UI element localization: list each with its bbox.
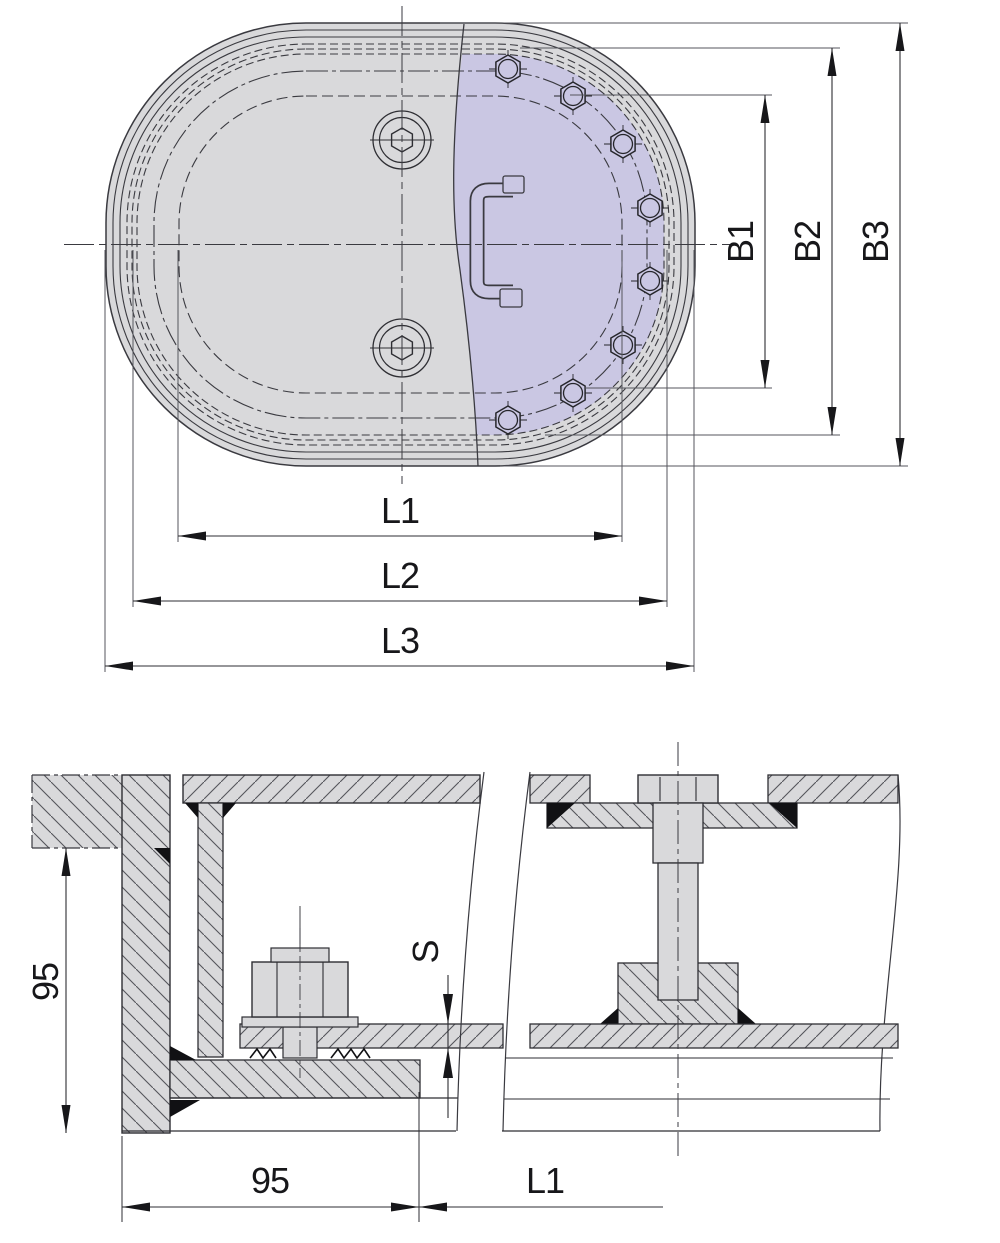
weld-mark xyxy=(223,803,236,818)
weld-mark xyxy=(185,803,198,818)
gasket-mark xyxy=(249,1047,277,1060)
handle-band xyxy=(471,184,513,298)
cover-break-line xyxy=(453,23,479,467)
extension-lines xyxy=(104,22,908,672)
dim-label-l3: L3 xyxy=(381,620,419,661)
perimeter-nuts xyxy=(489,50,669,439)
weld-mark xyxy=(600,1008,618,1024)
dim-label-l1: L1 xyxy=(381,490,419,531)
dim-label-depth-95: 95 xyxy=(25,963,66,1001)
weld-mark xyxy=(738,1008,756,1024)
dim-label-l2: L2 xyxy=(381,555,419,596)
cover-top-plate-left xyxy=(182,774,481,804)
weld-mark xyxy=(769,803,797,828)
section-view: 95 S 95 L1 xyxy=(25,742,901,1222)
cover-top-plate-right-b xyxy=(767,774,899,804)
dim-label-s: S xyxy=(405,940,446,963)
tank-sheet-right xyxy=(529,1023,899,1049)
break-line xyxy=(879,774,901,1132)
weld-mark xyxy=(170,1046,196,1060)
section-dimensions xyxy=(61,848,663,1222)
weld-mark xyxy=(547,803,575,828)
hex-nut xyxy=(604,326,642,364)
cover-top-plate-right-a xyxy=(529,774,591,804)
dim-label-b1: B1 xyxy=(720,221,761,263)
weld-mark xyxy=(170,1100,200,1117)
dim-label-b2: B2 xyxy=(787,221,828,263)
dim-label-section-l1: L1 xyxy=(526,1160,564,1201)
frame-web xyxy=(197,802,224,1058)
break-line xyxy=(456,771,485,1132)
handle-pad-bottom xyxy=(499,288,523,308)
break-line xyxy=(502,771,531,1132)
frame-bottom-bar xyxy=(169,1059,421,1099)
hex-nut xyxy=(489,401,527,439)
dim-label-95: 95 xyxy=(251,1160,289,1201)
hex-nut xyxy=(489,50,527,88)
tank-wall xyxy=(121,774,171,1134)
plan-view: L1 L2 L3 B1 B2 B3 xyxy=(64,6,908,672)
weld-mark xyxy=(154,848,170,864)
hex-nut xyxy=(554,374,592,412)
handle-pad-top xyxy=(502,175,525,194)
hex-nut xyxy=(631,262,669,300)
hex-nut xyxy=(631,189,669,227)
dim-label-b3: B3 xyxy=(855,221,896,263)
gasket-mark xyxy=(330,1047,371,1060)
hex-nut xyxy=(604,125,642,163)
dimension-lines xyxy=(105,23,905,671)
handle xyxy=(469,175,525,308)
tank-corner-flange xyxy=(31,774,122,849)
hex-nut xyxy=(554,77,592,115)
